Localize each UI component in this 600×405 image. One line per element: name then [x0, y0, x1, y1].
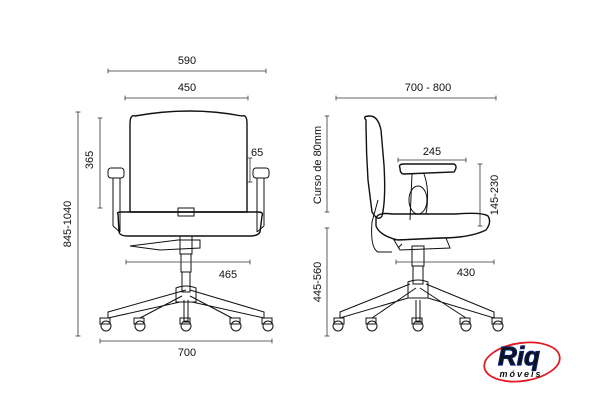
- dim-curso-80mm: Curso de 80mm: [312, 115, 330, 213]
- dim-145-230: 145-230: [477, 163, 501, 227]
- dim-590: 590: [107, 55, 267, 74]
- dim-430-label: 430: [457, 267, 475, 279]
- riq-moveis-logo: Riq móveis: [483, 340, 561, 383]
- dim-450: 450: [124, 82, 249, 101]
- dim-700-label: 700: [178, 347, 196, 359]
- dim-700-800: 700 - 800: [335, 82, 497, 101]
- dim-445-560: 445-560: [312, 227, 330, 337]
- dim-145-230-label: 145-230: [489, 175, 501, 215]
- dim-245: 245: [397, 146, 467, 163]
- dim-65-label: 65: [251, 147, 263, 159]
- side-casters: [332, 317, 504, 332]
- dim-365: 365: [84, 117, 103, 209]
- logo-brand-text: Riq: [498, 341, 540, 371]
- dim-365-label: 365: [84, 151, 96, 169]
- dim-465: 465: [125, 259, 251, 281]
- front-casters: [99, 317, 274, 332]
- dim-430: 430: [395, 259, 495, 279]
- side-view-chair: [332, 115, 504, 332]
- dim-450-label: 450: [178, 82, 196, 94]
- dim-curso-label: Curso de 80mm: [312, 126, 324, 204]
- dim-845-1040: 845-1040: [62, 111, 81, 337]
- dim-465-label: 465: [219, 269, 237, 281]
- dim-65: 65: [247, 147, 263, 183]
- logo-subtitle-text: móveis: [499, 369, 542, 379]
- dim-590-label: 590: [178, 55, 196, 67]
- dim-700-800-label: 700 - 800: [405, 82, 451, 94]
- dim-700-base: 700: [99, 338, 273, 359]
- dim-445-560-label: 445-560: [312, 262, 324, 302]
- front-view-chair: [99, 110, 274, 332]
- dim-245-label: 245: [423, 146, 441, 158]
- dim-845-1040-label: 845-1040: [62, 201, 74, 248]
